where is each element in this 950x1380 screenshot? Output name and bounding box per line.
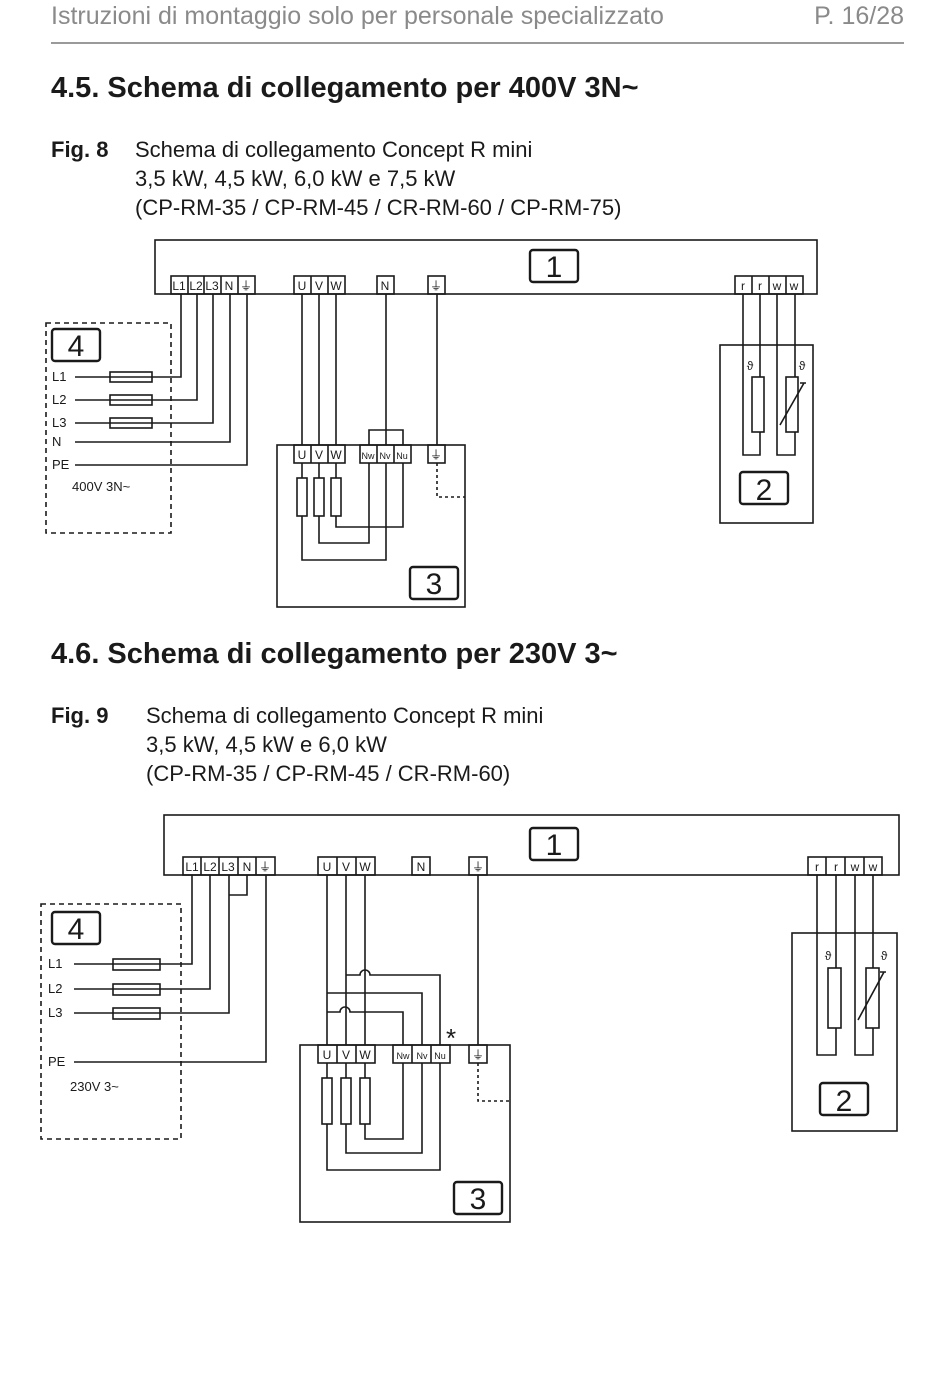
wiring-diagram-230v: 1 4 3 2 L1 L2 L3 N ⏚ U V W N ⏚ r r w w U…	[40, 814, 900, 1223]
theta-symbol: ϑ	[825, 949, 832, 963]
terminal-label: Nv	[380, 451, 391, 461]
box-number: 4	[68, 330, 85, 363]
fig-9-caption-line: Schema di collegamento Concept R mini	[146, 703, 544, 728]
supply-line-label: L3	[52, 415, 66, 430]
box-number: 2	[756, 474, 773, 507]
terminal-label: V	[315, 279, 323, 293]
fig-9-label: Fig. 9	[51, 703, 109, 728]
box-number-frame	[408, 565, 460, 601]
supply-box-dashed	[45, 322, 172, 534]
supply-line-label: L1	[48, 956, 62, 971]
supply-voltage-label: 230V 3~	[70, 1079, 119, 1094]
box-number: 1	[546, 251, 563, 284]
terminal-label: r	[834, 860, 838, 874]
terminal-label: W	[330, 448, 342, 462]
asterisk-note: *	[446, 1023, 456, 1053]
supply-line-label: L3	[48, 1005, 62, 1020]
terminal-label: N	[417, 860, 426, 874]
terminal-label: Nu	[396, 451, 408, 461]
terminal-label: r	[758, 279, 762, 293]
terminal-label: ⏚	[430, 448, 442, 462]
terminal-label: N	[381, 279, 390, 293]
fig-8-caption-line: Schema di collegamento Concept R mini	[135, 137, 533, 162]
box-number: 2	[836, 1085, 853, 1118]
box-number-frame	[452, 1180, 504, 1216]
terminal-label: V	[342, 860, 350, 874]
sensor-box	[791, 932, 898, 1132]
neutral-terminal	[411, 856, 431, 876]
theta-symbol: ϑ	[799, 359, 806, 373]
supply-box-dashed	[40, 903, 182, 1140]
terminal-label: V	[342, 1048, 350, 1062]
terminal-label: L1	[172, 279, 186, 293]
box-number: 3	[426, 568, 443, 601]
box-number-frame	[50, 327, 102, 363]
supply-line-label: PE	[48, 1054, 66, 1069]
terminal-label: W	[330, 279, 342, 293]
supply-line-label: L2	[52, 392, 66, 407]
terminal-label: U	[298, 448, 307, 462]
terminal-label: U	[323, 860, 332, 874]
page-number: P. 16/28	[814, 2, 904, 30]
box-number: 1	[546, 829, 563, 862]
terminal-label: ⏚	[472, 1048, 484, 1062]
control-unit-box	[154, 239, 818, 295]
terminal-label: w	[868, 860, 878, 874]
terminal-label: ⏚	[472, 860, 484, 874]
terminal-label: L1	[185, 860, 199, 874]
sensor-box	[719, 344, 814, 524]
theta-symbol: ϑ	[747, 359, 754, 373]
box-number-frame	[50, 910, 102, 946]
terminal-label: L3	[205, 279, 219, 293]
terminal-label: W	[359, 1048, 371, 1062]
box-number-frame	[738, 470, 790, 506]
fig-9-caption-line: (CP-RM-35 / CP-RM-45 / CR-RM-60)	[146, 761, 511, 786]
terminal-label: r	[741, 279, 745, 293]
section-title-400v: 4.5. Schema di collegamento per 400V 3N~	[51, 72, 639, 104]
fig-8-caption: Schema di collegamento Concept R mini 3,…	[135, 135, 621, 222]
fig-8-label: Fig. 8	[51, 137, 109, 162]
control-unit-box	[163, 814, 900, 876]
fig-9-caption-line: 3,5 kW, 4,5 kW e 6,0 kW	[146, 732, 387, 757]
terminal-label: w	[789, 279, 799, 293]
terminal-label: Nv	[417, 1051, 428, 1061]
terminal-label: Nu	[434, 1051, 446, 1061]
terminal-label: w	[772, 279, 782, 293]
header-divider	[51, 42, 904, 44]
fig-9-caption: Schema di collegamento Concept R mini 3,…	[146, 701, 543, 788]
terminal-label: V	[315, 448, 323, 462]
header-title: Istruzioni di montaggio solo per persona…	[51, 2, 664, 30]
terminal-label: W	[359, 860, 371, 874]
terminal-label: L2	[203, 860, 217, 874]
terminal-label: N	[225, 279, 234, 293]
supply-line-label: N	[52, 434, 61, 449]
box-number-frame	[818, 1081, 870, 1117]
supply-line-label: PE	[52, 457, 70, 472]
terminal-label: Nw	[362, 451, 375, 461]
terminal-label: U	[323, 1048, 332, 1062]
terminal-label: U	[298, 279, 307, 293]
supply-line-label: L1	[52, 369, 66, 384]
terminal-label: ⏚	[259, 860, 271, 874]
box-number: 3	[470, 1183, 487, 1216]
box-number-frame	[528, 826, 580, 862]
fig-8-caption-line: (CP-RM-35 / CP-RM-45 / CR-RM-60 / CP-RM-…	[135, 195, 622, 220]
terminal-label: ⏚	[430, 279, 442, 293]
terminal-label: r	[815, 860, 819, 874]
wiring-diagram-400v: 1 4 3 2 L1 L2 L3 N ⏚ U V W N ⏚ r r w w U…	[45, 239, 818, 608]
terminal-label: N	[243, 860, 252, 874]
box-number: 4	[68, 913, 85, 946]
section-title-230v: 4.6. Schema di collegamento per 230V 3~	[51, 638, 618, 670]
theta-symbol: ϑ	[881, 949, 888, 963]
fig-8-caption-line: 3,5 kW, 4,5 kW, 6,0 kW e 7,5 kW	[135, 166, 456, 191]
terminal-label: ⏚	[240, 279, 252, 293]
box-number-frame	[528, 248, 580, 284]
supply-voltage-label: 400V 3N~	[72, 479, 131, 494]
terminal-label: w	[850, 860, 860, 874]
supply-line-label: L2	[48, 981, 62, 996]
terminal-label: Nw	[397, 1051, 410, 1061]
terminal-label: L2	[189, 279, 203, 293]
terminal-label: L3	[221, 860, 235, 874]
